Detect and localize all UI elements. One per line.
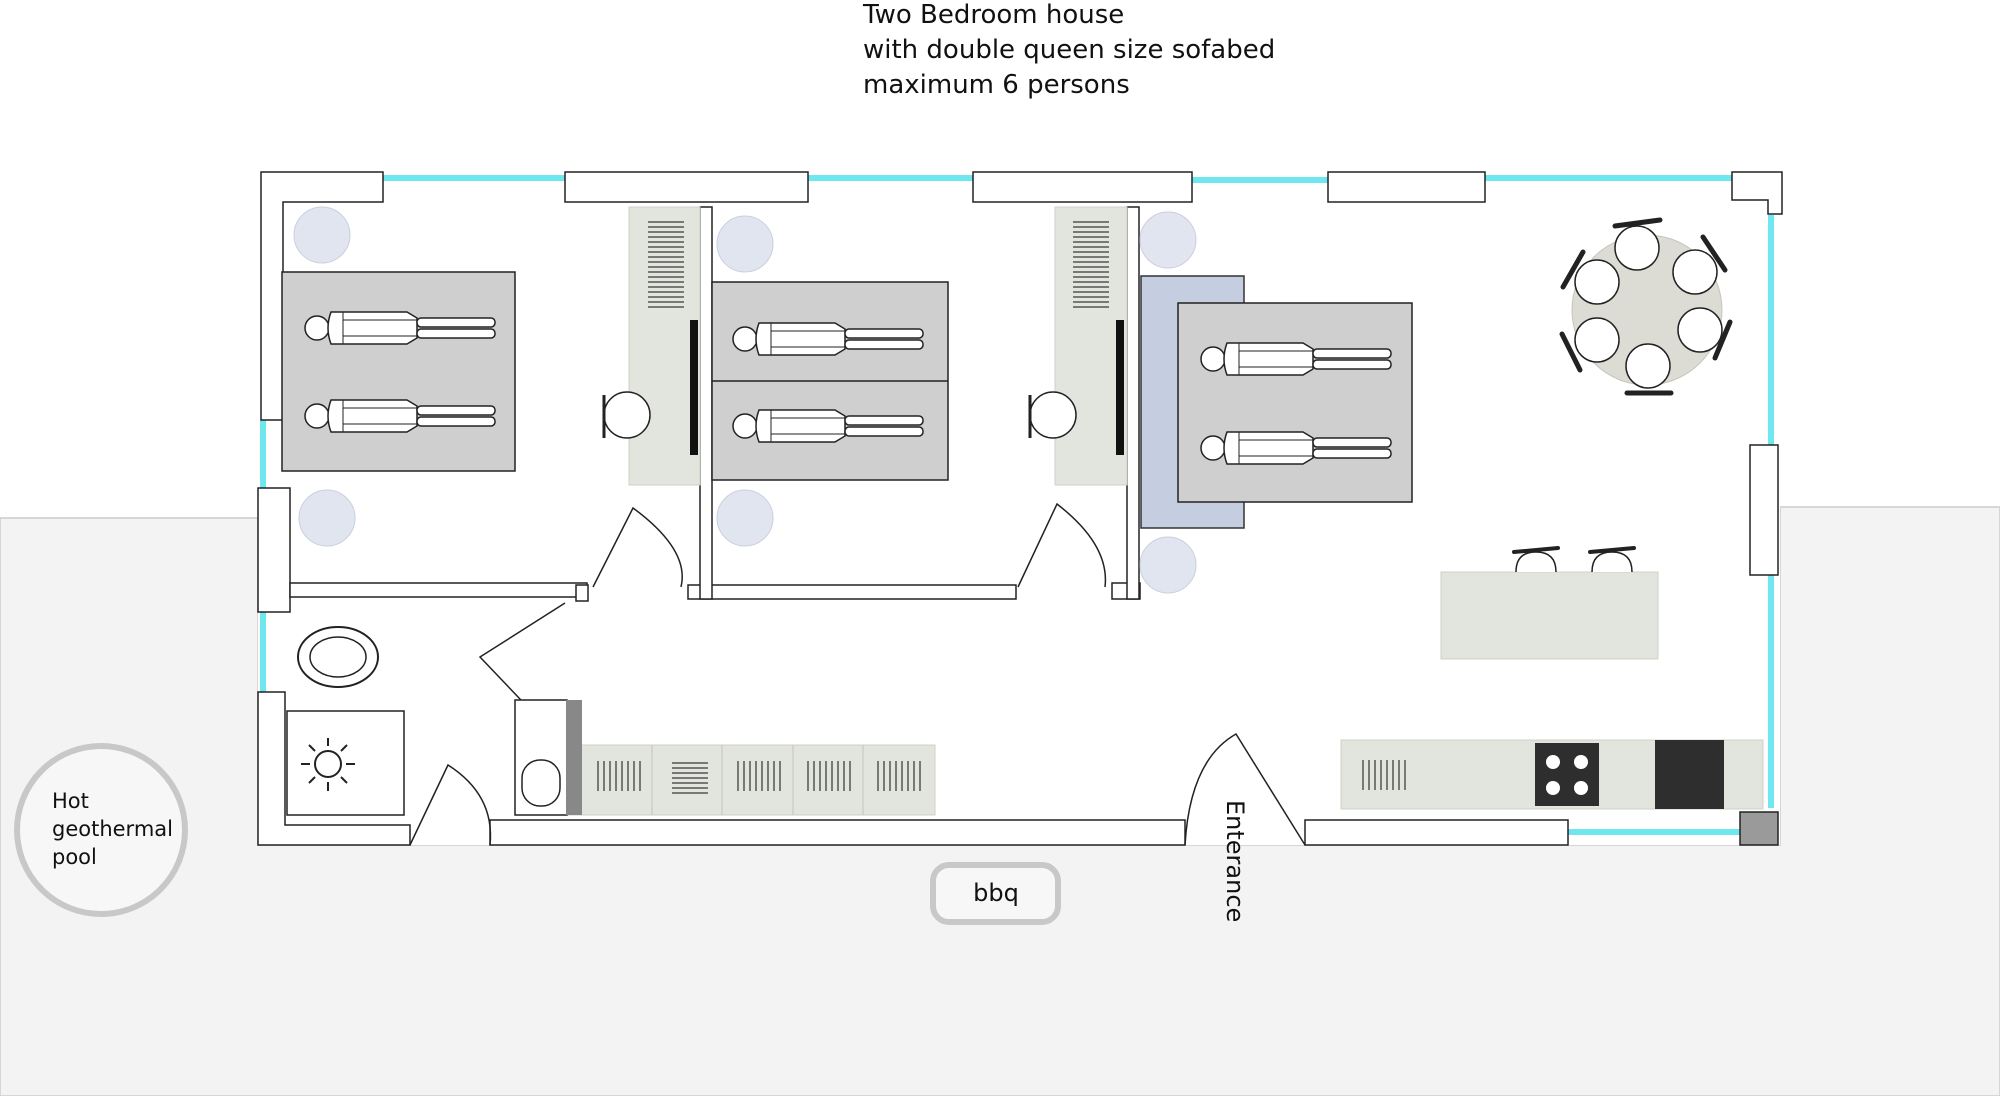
hallway-cabinets <box>567 744 936 816</box>
bbq-label: bbq <box>973 879 1019 907</box>
shower-icon <box>301 738 355 791</box>
sofabed <box>1140 275 1413 529</box>
doors <box>409 502 1306 846</box>
wardrobe-room-1 <box>602 206 701 486</box>
entrance-label: Enterance <box>1221 800 1249 922</box>
exterior-walls <box>257 171 1783 846</box>
interior-walls <box>289 206 1141 602</box>
wardrobe-room-2 <box>1028 206 1128 486</box>
pool-label-line-3: pool <box>52 845 97 869</box>
bbq: bbq <box>930 862 1061 925</box>
pool-label-line-1: Hot <box>52 789 89 813</box>
dining-table <box>1559 217 1733 396</box>
pool-label-line-2: geothermal <box>52 817 173 841</box>
bed-room-2 <box>711 281 949 481</box>
bed-room-1 <box>281 271 516 472</box>
bathroom <box>286 626 582 816</box>
floor-circles <box>293 206 1197 594</box>
title-line-2: with double queen size sofabed <box>863 35 1276 65</box>
title-line-1: Two Bedroom house <box>863 0 1125 30</box>
title-line-3: maximum 6 persons <box>863 70 1130 100</box>
kitchen-counter <box>1340 739 1764 810</box>
windows <box>260 175 1774 835</box>
hot-pool: Hot geothermal pool <box>14 743 188 917</box>
kitchen-island <box>1440 546 1659 660</box>
